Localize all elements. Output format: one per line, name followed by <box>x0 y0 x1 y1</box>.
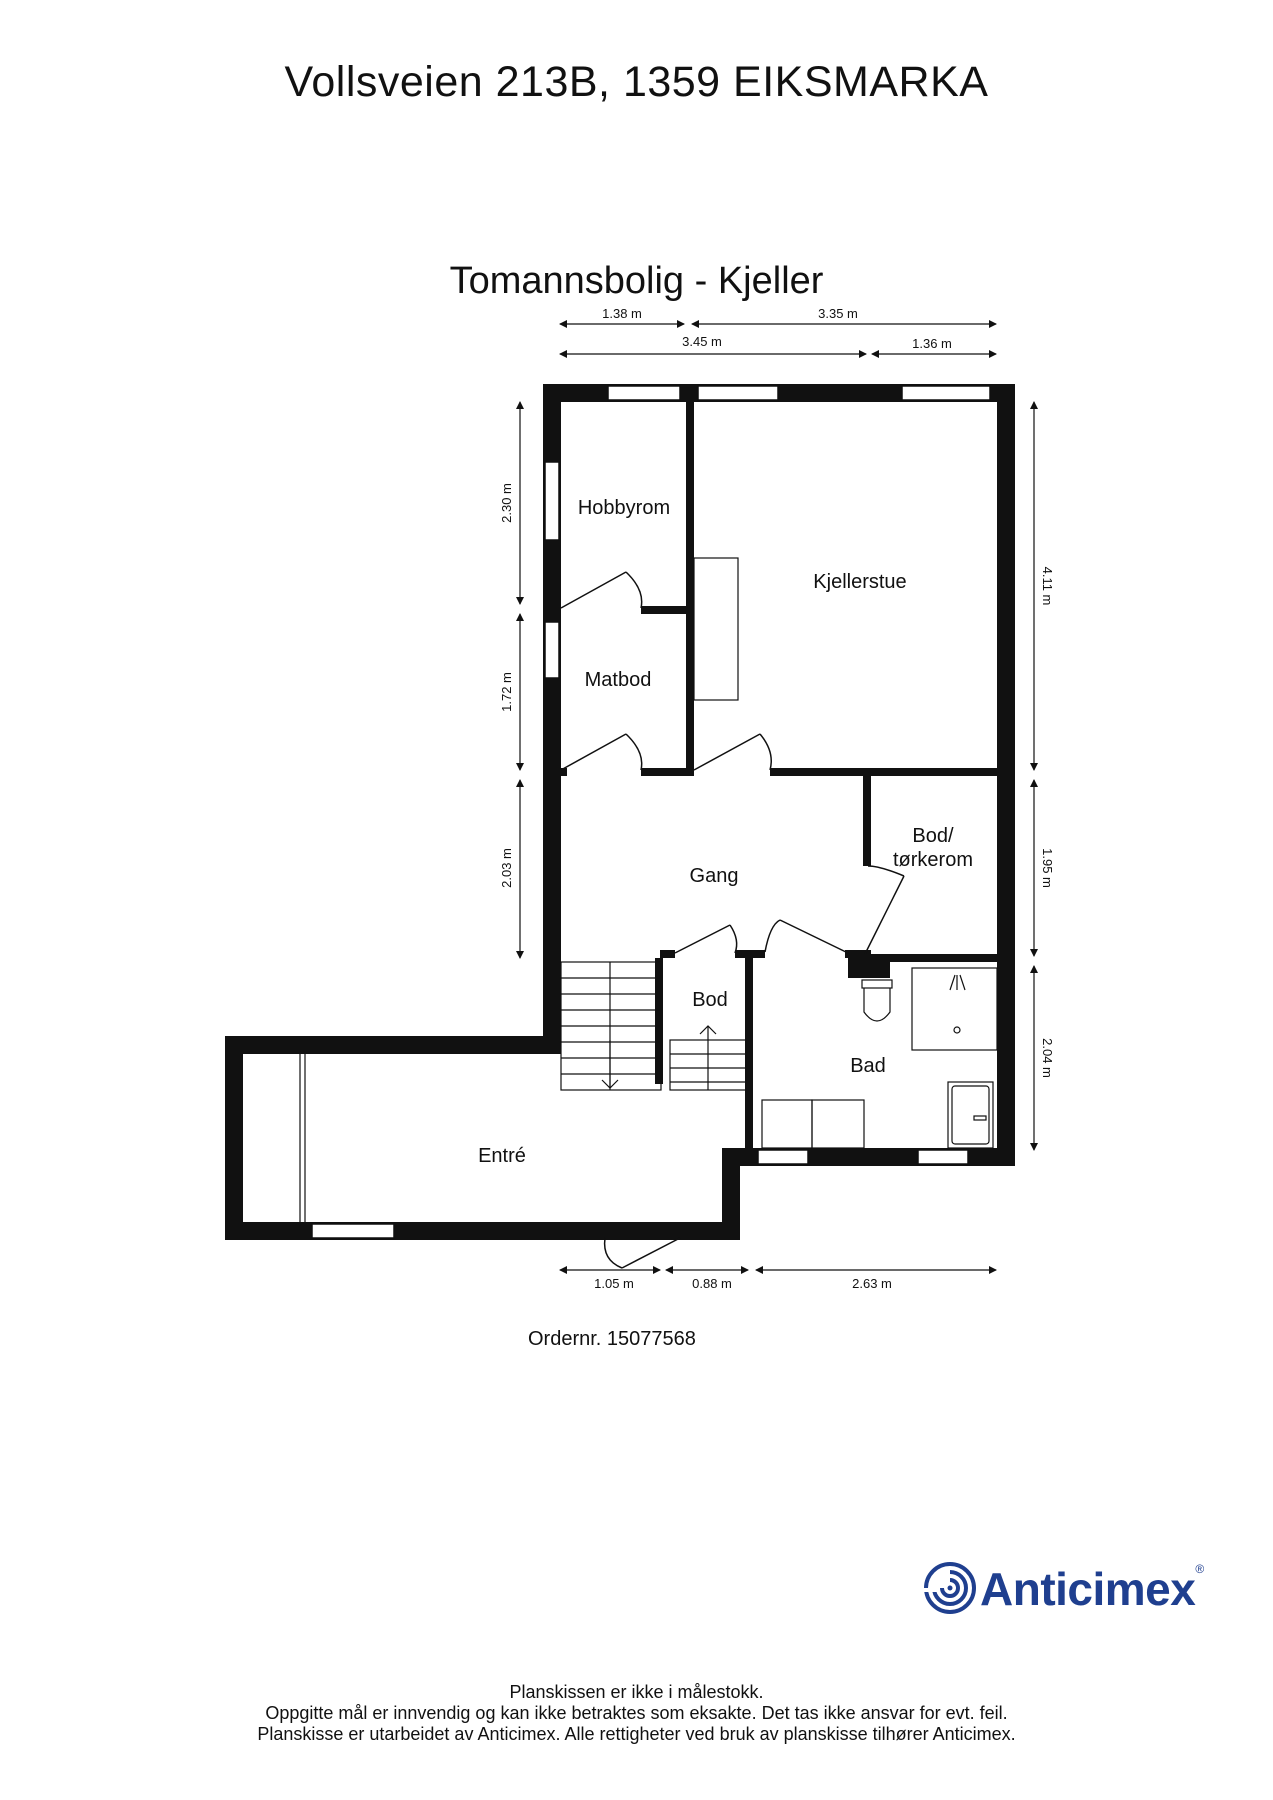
stairs-down-icon <box>560 961 662 1091</box>
dim-top-1: 1.38 m <box>602 306 642 321</box>
room-label-bod: Bod <box>692 989 728 1011</box>
order-number: Ordernr. 15077568 <box>528 1328 696 1350</box>
anticimex-logo: Anticimex® <box>922 1560 1222 1620</box>
dim-top-4: 1.36 m <box>912 336 952 351</box>
floor-plan-title: Tomannsbolig - Kjeller <box>449 260 824 302</box>
dim-right-3: 2.04 m <box>1040 1038 1055 1078</box>
toilet-icon <box>861 979 893 1022</box>
room-label-bod-torkerom-2: tørkerom <box>893 849 973 871</box>
stairs-up-icon <box>669 1025 747 1091</box>
dim-left-1: 2.30 m <box>499 483 514 523</box>
room-label-kjellerstue: Kjellerstue <box>813 571 906 593</box>
doors <box>560 571 905 1269</box>
room-label-matbod: Matbod <box>585 669 652 691</box>
dim-left-2: 1.72 m <box>499 672 514 712</box>
dimension-labels: 1.38 m 3.35 m 3.45 m 1.36 m 2.30 m 1.72 … <box>499 306 1055 1291</box>
dim-right-2: 1.95 m <box>1040 848 1055 888</box>
room-label-entre: Entré <box>478 1145 526 1167</box>
disclaimer: Planskissen er ikke i målestokk. Oppgitt… <box>0 1682 1273 1745</box>
logo-wordmark: Anticimex® <box>980 1562 1204 1615</box>
dim-left-3: 2.03 m <box>499 848 514 888</box>
washer-unit <box>761 1099 813 1149</box>
room-label-gang: Gang <box>690 865 739 887</box>
dryer-unit <box>811 1099 865 1149</box>
room-label-hobbyrom: Hobbyrom <box>578 497 670 519</box>
fixtures <box>299 557 998 1222</box>
disclaimer-line-2: Oppgitte mål er innvendig og kan ikke be… <box>265 1703 1008 1723</box>
room-labels: Hobbyrom Kjellerstue Matbod Bod/ tørkero… <box>478 497 973 1167</box>
room-label-bod-torkerom-1: Bod/ <box>912 825 954 847</box>
disclaimer-line-1: Planskissen er ikke i målestokk. <box>509 1682 764 1702</box>
dim-top-3: 3.45 m <box>682 334 722 349</box>
sink-icon <box>947 1081 994 1149</box>
dim-bottom-1: 1.05 m <box>594 1276 634 1291</box>
dim-bottom-2: 0.88 m <box>692 1276 732 1291</box>
shower-icon <box>911 967 998 1051</box>
dimension-lines <box>516 320 1038 1274</box>
dim-bottom-3: 2.63 m <box>852 1276 892 1291</box>
anticimex-swirl-icon <box>924 1562 976 1614</box>
cabinet-block <box>693 557 739 701</box>
dim-right-1: 4.11 m <box>1040 567 1055 606</box>
property-address: Vollsveien 213B, 1359 EIKSMARKA <box>284 58 989 106</box>
dim-top-2: 3.35 m <box>818 306 858 321</box>
room-label-bad: Bad <box>850 1055 886 1077</box>
windows <box>311 385 991 1239</box>
disclaimer-line-3: Planskisse er utarbeidet av Anticimex. A… <box>257 1724 1016 1744</box>
